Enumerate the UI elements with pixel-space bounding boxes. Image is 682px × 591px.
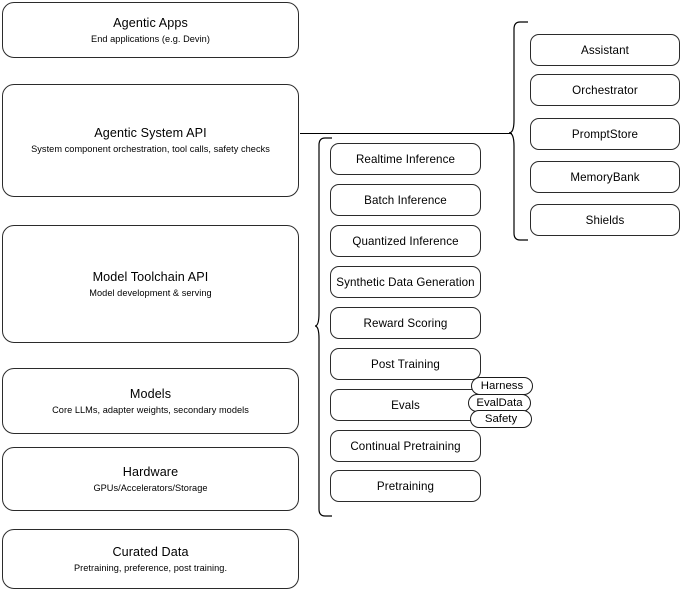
- system-component-assistant[interactable]: Assistant: [530, 34, 680, 66]
- stack-layer-subtitle: Core LLMs, adapter weights, secondary mo…: [52, 404, 249, 415]
- stack-layer-subtitle: End applications (e.g. Devin): [91, 33, 210, 44]
- stack-layer-agentic-apps[interactable]: Agentic Apps End applications (e.g. Devi…: [2, 2, 299, 58]
- stack-layer-title: Hardware: [122, 464, 179, 479]
- evals-tag-safety[interactable]: Safety: [470, 410, 532, 428]
- toolchain-component-realtime-inference[interactable]: Realtime Inference: [330, 143, 481, 175]
- stack-layer-curated-data[interactable]: Curated Data Pretraining, preference, po…: [2, 529, 299, 589]
- toolchain-component-post-training[interactable]: Post Training: [330, 348, 481, 380]
- stack-layer-subtitle: Pretraining, preference, post training.: [73, 562, 228, 573]
- stack-layer-title: Models: [129, 386, 172, 401]
- stack-layer-agentic-system-api[interactable]: Agentic System API System component orch…: [2, 84, 299, 197]
- toolchain-component-pretraining[interactable]: Pretraining: [330, 470, 481, 502]
- system-component-memorybank[interactable]: MemoryBank: [530, 161, 680, 193]
- toolchain-component-batch-inference[interactable]: Batch Inference: [330, 184, 481, 216]
- system-component-promptstore[interactable]: PromptStore: [530, 118, 680, 150]
- connector-system-api-to-components: [300, 133, 512, 134]
- toolchain-component-quantized-inference[interactable]: Quantized Inference: [330, 225, 481, 257]
- evals-tag-harness[interactable]: Harness: [471, 377, 533, 395]
- system-component-orchestrator[interactable]: Orchestrator: [530, 74, 680, 106]
- system-component-shields[interactable]: Shields: [530, 204, 680, 236]
- stack-layer-title: Curated Data: [112, 544, 189, 559]
- stack-layer-models[interactable]: Models Core LLMs, adapter weights, secon…: [2, 368, 299, 434]
- stack-layer-subtitle: Model development & serving: [89, 287, 212, 298]
- toolchain-component-evals[interactable]: Evals: [330, 389, 481, 421]
- stack-layer-subtitle: System component orchestration, tool cal…: [31, 144, 270, 154]
- stack-layer-title: Agentic System API: [94, 126, 207, 140]
- stack-layer-hardware[interactable]: Hardware GPUs/Accelerators/Storage: [2, 447, 299, 511]
- stack-layer-title: Model Toolchain API: [92, 269, 209, 284]
- stack-layer-subtitle: GPUs/Accelerators/Storage: [93, 482, 208, 493]
- toolchain-component-synthetic-data-generation[interactable]: Synthetic Data Generation: [330, 266, 481, 298]
- toolchain-component-continual-pretraining[interactable]: Continual Pretraining: [330, 430, 481, 462]
- evals-tag-evaldata[interactable]: EvalData: [468, 394, 531, 412]
- stack-layer-model-toolchain-api[interactable]: Model Toolchain API Model development & …: [2, 225, 299, 343]
- brace-toolchain-components: [314, 137, 332, 517]
- toolchain-component-reward-scoring[interactable]: Reward Scoring: [330, 307, 481, 339]
- stack-layer-title: Agentic Apps: [113, 15, 188, 30]
- brace-system-components: [508, 21, 528, 241]
